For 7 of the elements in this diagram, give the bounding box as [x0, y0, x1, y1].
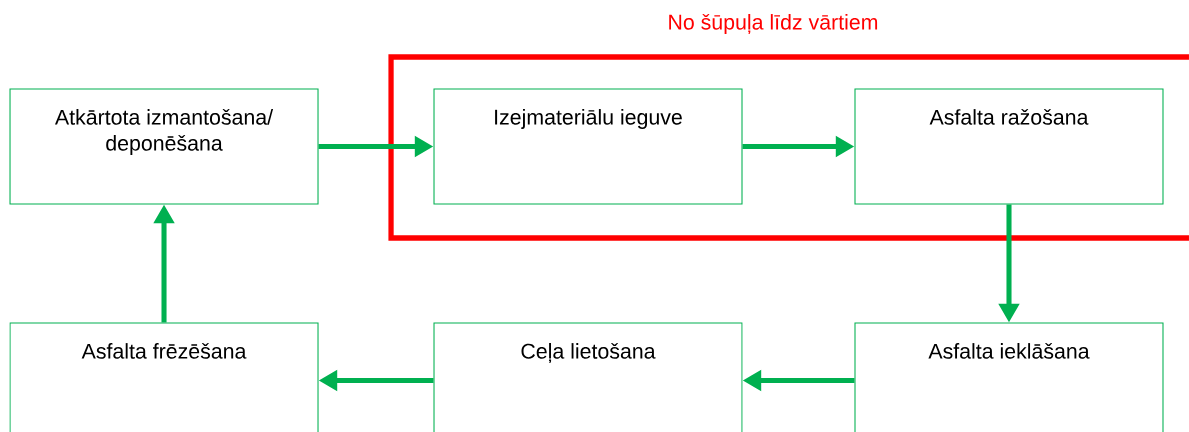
process-box: Asfalta frēzēšana	[9, 322, 319, 432]
process-box: Izejmateriālu ieguve	[433, 88, 743, 205]
process-box: Atkārtota izmantošana/ deponēšana	[9, 88, 319, 205]
process-box: Ceļa lietošana	[433, 322, 743, 432]
process-box: Asfalta ražošana	[854, 88, 1164, 205]
process-box: Asfalta ieklāšana	[854, 322, 1164, 432]
node-label: No šūpuļa līdz vārtiem	[669, 13, 878, 35]
